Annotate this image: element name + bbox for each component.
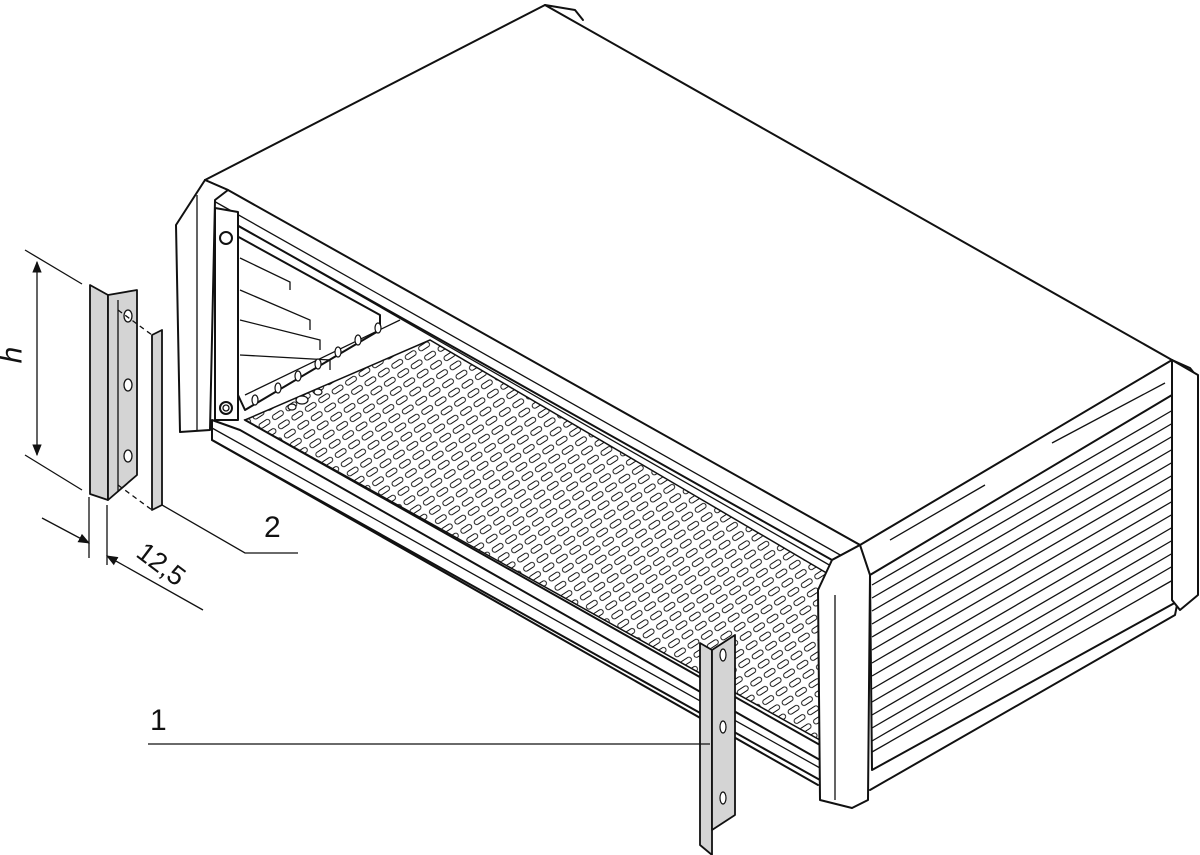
left-handle bbox=[175, 179, 239, 433]
side-panel bbox=[869, 359, 1199, 791]
callout-label-1: 1 bbox=[150, 704, 167, 737]
dimension-label-h: h bbox=[0, 347, 28, 364]
callout-label-2: 2 bbox=[264, 511, 281, 544]
dimension-12-5 bbox=[41, 497, 204, 611]
installed-rail bbox=[699, 634, 736, 855]
leader-lines bbox=[148, 504, 710, 745]
exploded-rail bbox=[89, 284, 163, 511]
right-handle bbox=[817, 544, 871, 809]
dimension-h bbox=[24, 249, 83, 491]
